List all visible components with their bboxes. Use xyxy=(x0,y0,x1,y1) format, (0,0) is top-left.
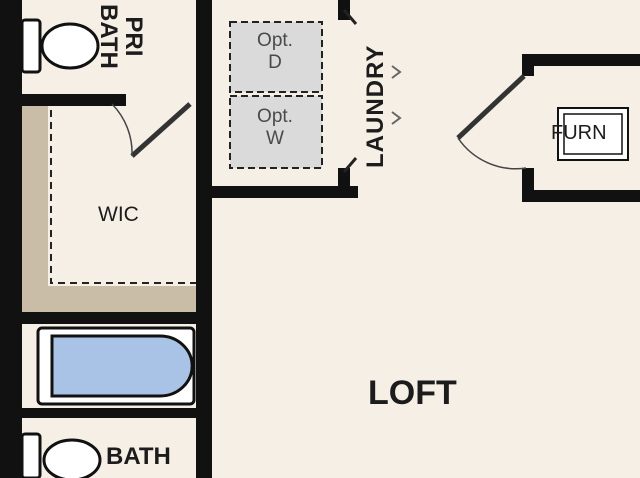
furnace-wall-left-top xyxy=(522,54,534,76)
tub-basin xyxy=(50,334,194,398)
bath-label: BATH xyxy=(106,443,171,470)
laundry-wall-right-bottom xyxy=(338,168,350,198)
laundry-door-top xyxy=(342,9,358,25)
wic-shelf-bottom xyxy=(22,286,196,312)
dryer-hookup-marker xyxy=(391,65,402,79)
opt-washer-box xyxy=(229,95,323,169)
interior-wall-center xyxy=(196,0,212,478)
loft-label: LOFT xyxy=(368,374,457,412)
laundry-door-bottom xyxy=(342,157,358,173)
wic-label: WIC xyxy=(98,203,139,226)
wic-door-swing xyxy=(111,103,133,157)
opt-dryer-label-line1: Opt. xyxy=(257,30,293,51)
opt-dryer-label-line2: D xyxy=(268,51,282,73)
pri-toilet-tank xyxy=(20,18,42,74)
pri-bath-label-line2: BATH xyxy=(94,4,122,69)
opt-dryer-label: Opt. D xyxy=(242,30,308,74)
wic-door-panel xyxy=(130,102,192,158)
bath-toilet-tank xyxy=(20,432,42,478)
bath-toilet-bowl xyxy=(42,438,102,478)
opt-washer-label: Opt. W xyxy=(242,106,308,150)
opt-washer-label-line2: W xyxy=(266,127,284,149)
laundry-label: LAUNDRY xyxy=(362,44,389,168)
left-exterior-wall xyxy=(0,0,22,478)
furnace-wall-bottom xyxy=(522,190,640,202)
opt-dryer-box xyxy=(229,21,323,93)
wic-shelf-dashed-line xyxy=(50,110,196,284)
pri-bath-label-line1: PRI xyxy=(120,16,147,57)
opt-washer-label-line1: Opt. xyxy=(257,106,293,127)
pri-toilet-bowl xyxy=(40,22,100,70)
wic-floor xyxy=(48,106,196,286)
furnace-door-panel xyxy=(456,74,526,140)
washer-hookup-marker xyxy=(391,111,402,125)
wall-tub-bottom xyxy=(22,408,196,418)
furnace-wall-top xyxy=(522,54,640,66)
laundry-wall-bottom xyxy=(212,186,358,198)
wic-shelf-left xyxy=(22,106,48,312)
furnace-unit-inner xyxy=(563,113,623,155)
furnace-label: FURN xyxy=(551,122,607,144)
furnace-door-swing xyxy=(457,137,527,170)
pri-bath-label: PRI BATH xyxy=(94,4,147,69)
wall-pri-bath-bottom xyxy=(22,94,126,106)
wall-wic-bottom xyxy=(22,312,196,324)
